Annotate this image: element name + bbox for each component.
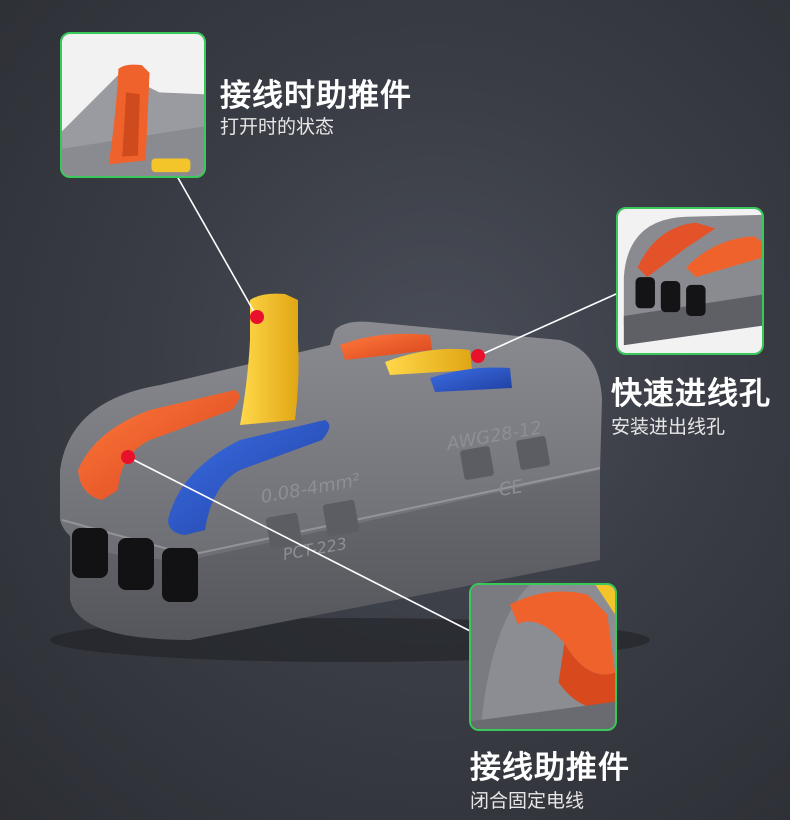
front-lever-blue: [168, 420, 330, 535]
back-lever-orange: [340, 333, 432, 360]
back-lever-blue: [430, 367, 512, 392]
callout-2-subtitle: 安装进出线孔: [611, 416, 726, 438]
pointer-dot-right: [471, 349, 485, 363]
detail-lever-open: [60, 32, 206, 178]
pointer-dot-front: [121, 450, 135, 464]
detail-image-lever-open: [62, 34, 204, 176]
back-lever-yellow: [385, 348, 472, 375]
raised-lever-yellow: [240, 293, 299, 425]
pointer-dot-top: [250, 310, 264, 324]
callout-2-title: 快速进线孔: [611, 376, 771, 412]
ce-mark: CE: [497, 476, 525, 501]
test-slots: [265, 436, 550, 550]
callout-1-subtitle: 打开时的状态: [220, 116, 335, 138]
callout-1-title: 接线时助推件: [220, 78, 412, 114]
detail-wire-holes: [616, 207, 764, 355]
detail-image-lever-closed: [471, 585, 615, 729]
callout-3-subtitle: 闭合固定电线: [470, 790, 585, 812]
front-lever-orange: [78, 390, 240, 500]
wire-holes: [72, 528, 198, 602]
detail-lever-closed: [469, 583, 617, 731]
detail-image-wire-holes: [618, 209, 762, 353]
callout-3-title: 接线助推件: [470, 750, 630, 786]
